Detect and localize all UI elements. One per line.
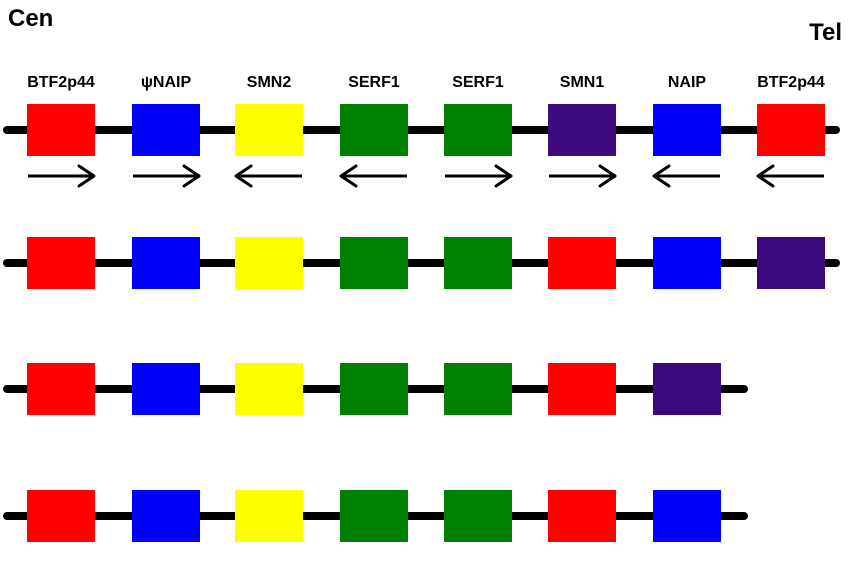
arrow-left-icon (234, 164, 302, 188)
gene-box-purple (757, 237, 825, 289)
telomere-label: Tel (809, 19, 842, 46)
gene-box-green (340, 237, 408, 289)
centromere-label: Cen (8, 5, 53, 32)
arrow-left-icon (339, 164, 407, 188)
gene-box-red (27, 490, 95, 542)
gene-label: BTF2p44 (27, 74, 95, 91)
gene-box-red (548, 237, 616, 289)
gene-box-blue (653, 104, 721, 156)
arrow-right-icon (445, 164, 513, 188)
gene-box-purple (653, 363, 721, 415)
gene-box-red (757, 104, 825, 156)
gene-label: SMN2 (247, 74, 292, 91)
gene-label: SERF1 (348, 74, 400, 91)
gene-box-red (27, 104, 95, 156)
gene-box-red (27, 237, 95, 289)
gene-box-blue (132, 363, 200, 415)
gene-box-blue (653, 490, 721, 542)
arrow-left-icon (756, 164, 824, 188)
gene-box-red (548, 363, 616, 415)
gene-box-red (548, 490, 616, 542)
arrow-left-icon (652, 164, 720, 188)
gene-label: NAIP (668, 74, 707, 91)
gene-box-yellow (235, 490, 303, 542)
chromosome-row (3, 490, 748, 542)
gene-box-green (444, 490, 512, 542)
chromosome-rows (3, 104, 840, 542)
arrow-right-icon (549, 164, 617, 188)
gene-label: SERF1 (452, 74, 504, 91)
gene-box-yellow (235, 237, 303, 289)
chromosome-row (3, 104, 840, 156)
arrow-right-icon (28, 164, 96, 188)
gene-box-green (444, 104, 512, 156)
gene-box-green (340, 490, 408, 542)
gene-box-green (340, 104, 408, 156)
arrow-right-icon (133, 164, 201, 188)
gene-box-green (340, 363, 408, 415)
gene-box-blue (132, 104, 200, 156)
gene-box-blue (132, 237, 200, 289)
gene-label: SMN1 (560, 74, 605, 91)
gene-labels: BTF2p44 ψNAIP SMN2 SERF1 SERF1 SMN1 NAIP BTF2p4… (27, 74, 825, 91)
gene-box-green (444, 237, 512, 289)
gene-box-blue (653, 237, 721, 289)
gene-label: ψNAIP (141, 74, 192, 91)
gene-box-purple (548, 104, 616, 156)
gene-box-blue (132, 490, 200, 542)
gene-label: BTF2p44 (757, 74, 825, 91)
chromosome-row (3, 237, 840, 289)
gene-box-red (27, 363, 95, 415)
gene-box-green (444, 363, 512, 415)
chromosome-row (3, 363, 748, 415)
gene-box-yellow (235, 363, 303, 415)
gene-box-yellow (235, 104, 303, 156)
orientation-arrows (28, 164, 824, 188)
